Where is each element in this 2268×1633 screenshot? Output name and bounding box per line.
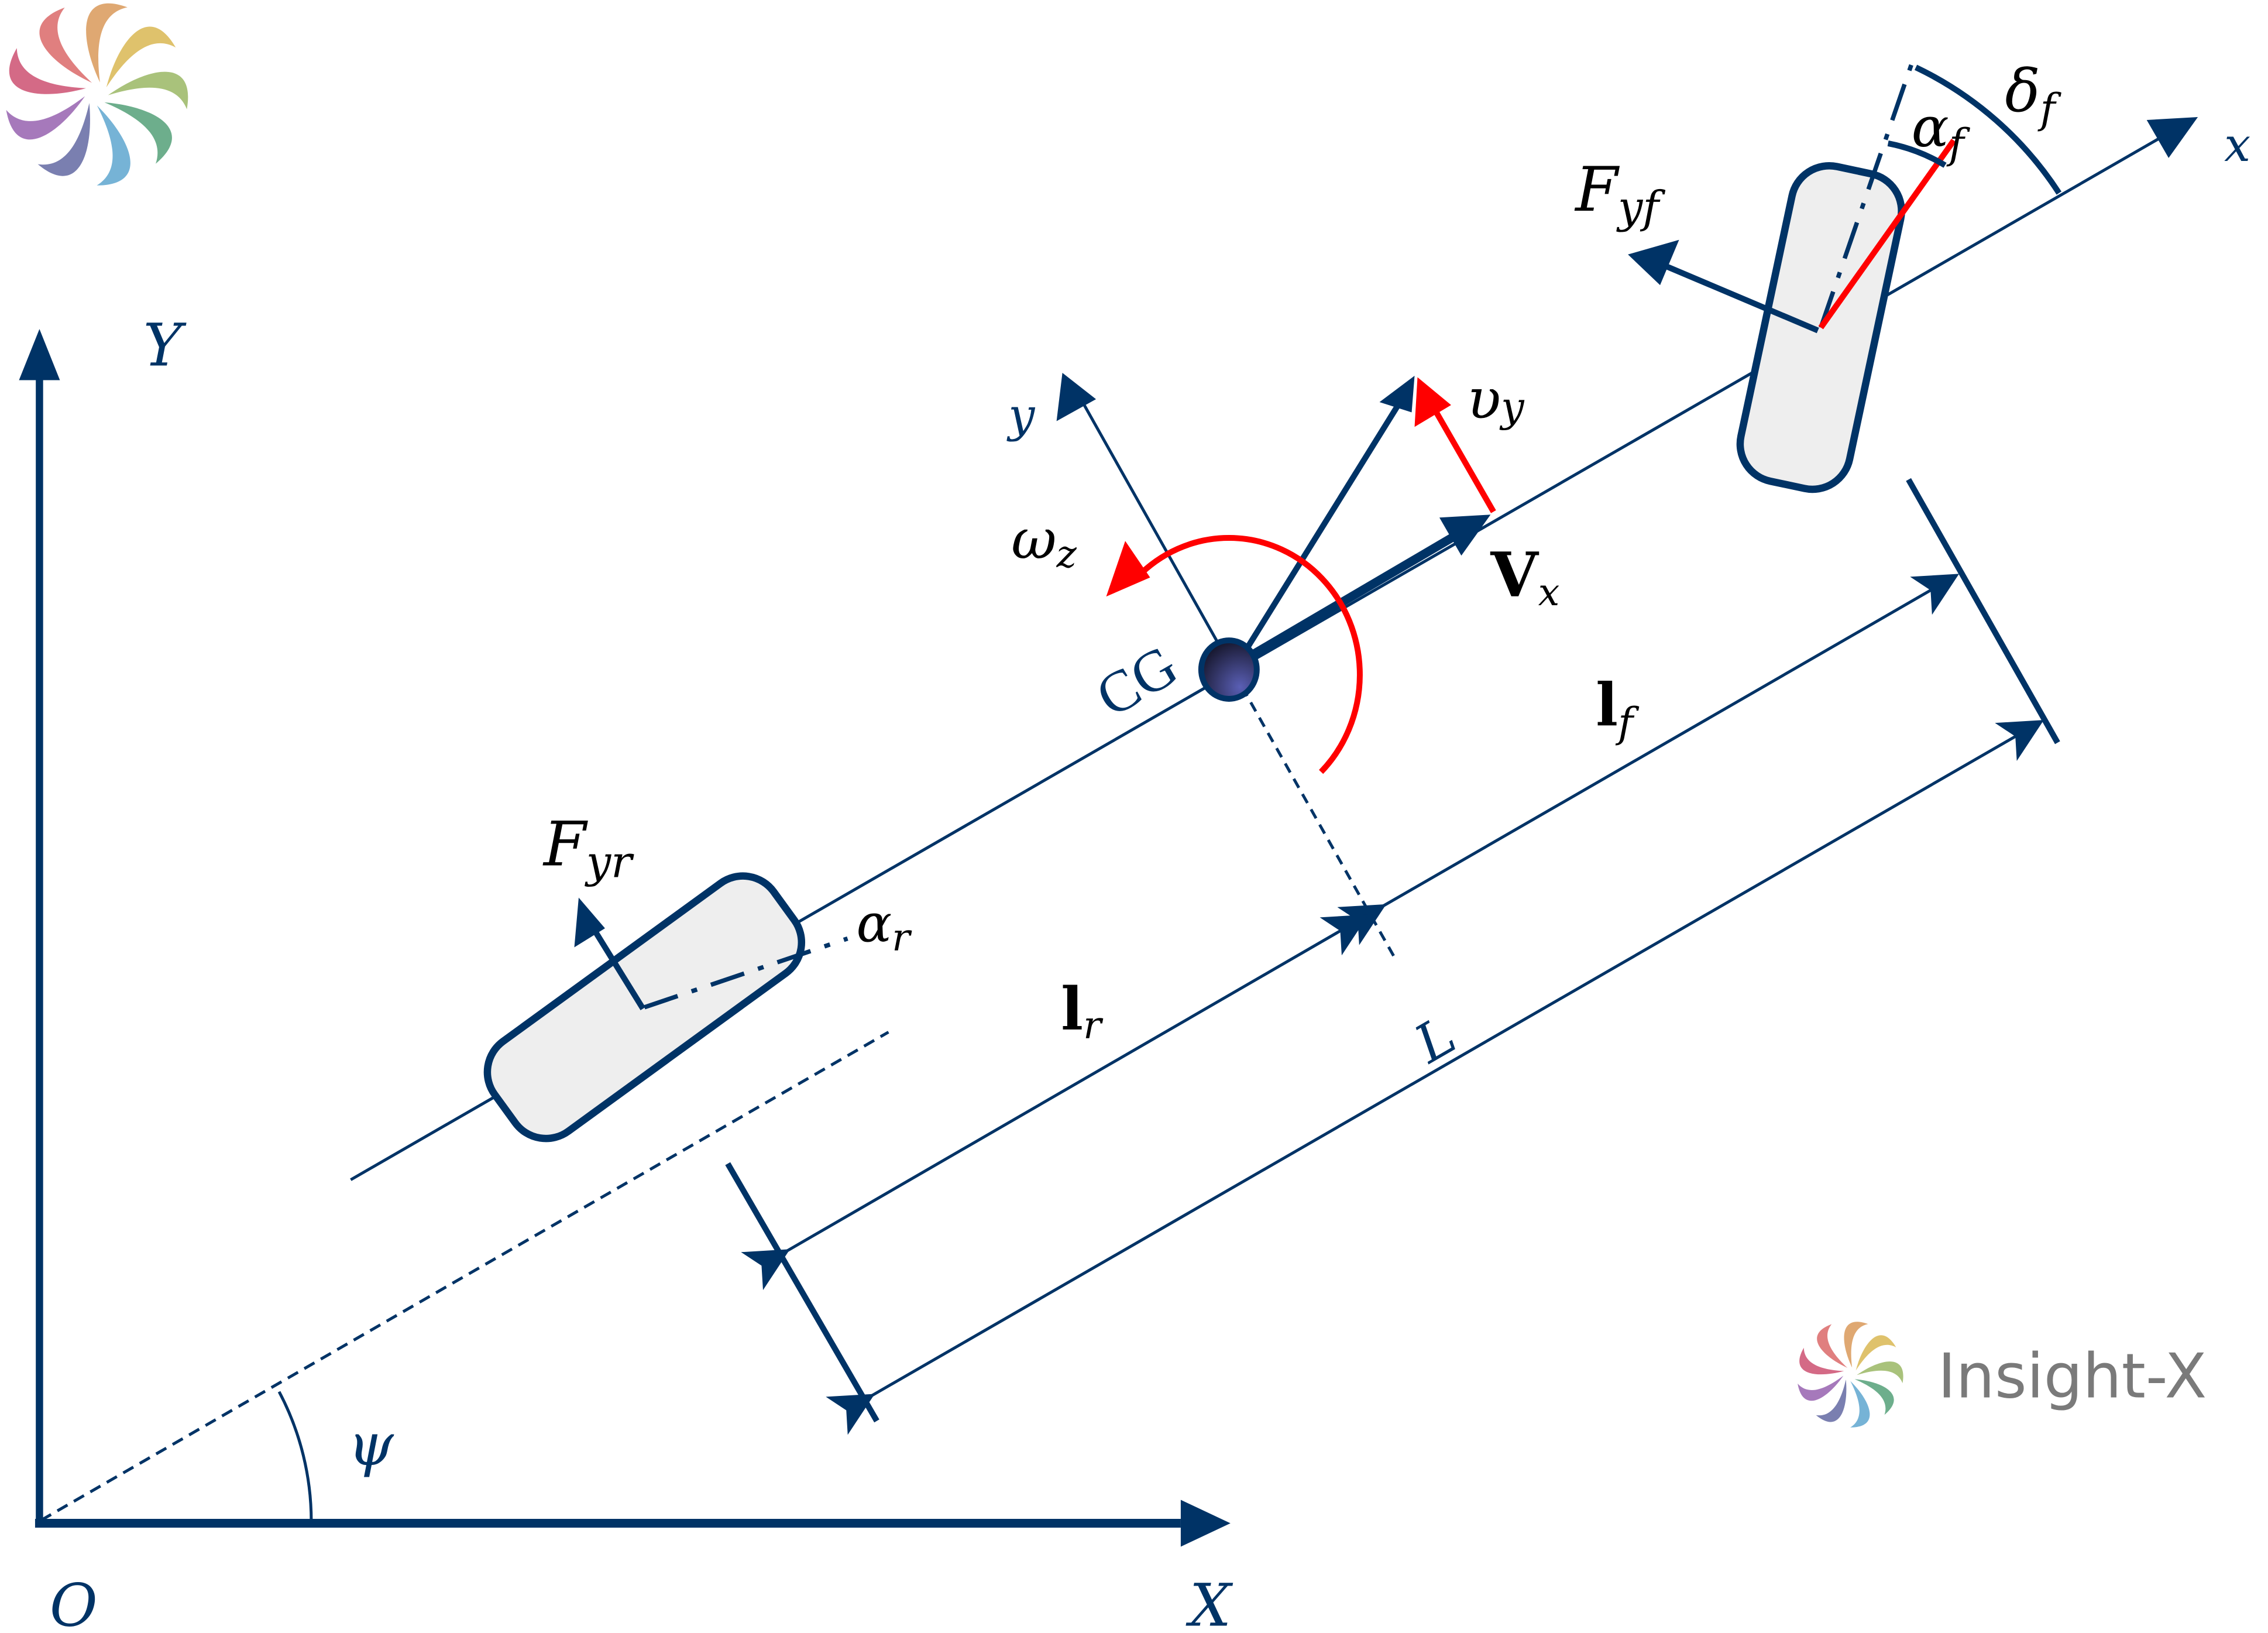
alpha-r-label-main: α [856, 894, 892, 955]
logo-petal [1854, 1379, 1894, 1415]
yaw-rate-label: ωz [1011, 507, 1077, 577]
fyr-label: Fyr [542, 809, 634, 888]
alpha-f-label-main: α [1912, 95, 1949, 160]
front-tire-centerline [1819, 63, 1914, 328]
fyf-vector [1665, 263, 1819, 334]
logo-petal [1857, 1361, 1903, 1384]
lr-label-main: l [1061, 974, 1083, 1043]
vx-arrowhead [1439, 514, 1491, 556]
logo-petal [1799, 1347, 1844, 1375]
heading-reference-line [40, 1031, 889, 1522]
logo-petal [104, 102, 172, 164]
lf-label-main: l [1596, 670, 1618, 739]
lf-label: lf [1596, 670, 1640, 747]
alpha-f-label: αf [1912, 95, 1971, 168]
vx-vector [1240, 528, 1464, 665]
vy-vector [1424, 393, 1496, 513]
vx-label-sub: x [1538, 571, 1560, 615]
vy-label-main: υ [1467, 367, 1501, 431]
yaw-rate-arrowhead [1106, 541, 1150, 597]
wheelbase-label: L [1404, 1005, 1466, 1076]
body-y-axis-group: y [1006, 373, 1398, 963]
logo-petal [106, 26, 176, 88]
fyr-label-main: F [542, 809, 588, 880]
rear-tire-group: Fyr αr [483, 809, 912, 1143]
vy-label-sub: y [1499, 383, 1525, 431]
front-tire-velocity [1818, 139, 1957, 330]
logo-petal [9, 48, 86, 94]
cg-label: CG [1085, 633, 1188, 730]
logo-petal [1798, 1375, 1844, 1401]
body-y-label: y [1006, 388, 1035, 442]
alpha-r-label-sub: r [892, 916, 912, 960]
yaw-rate-label-main: ω [1011, 507, 1056, 572]
velocity-vectors: Vx υy [1236, 367, 1559, 665]
logo-petal [1817, 1324, 1848, 1368]
fyf-label: Fyf [1574, 154, 1665, 233]
rear-extension-line [725, 1162, 879, 1423]
logo-petal [37, 103, 90, 176]
bottom-right-brand: Insight-X [1798, 1322, 2207, 1428]
global-x-label: X [1185, 1571, 1233, 1633]
fyf-arrowhead [1628, 239, 1679, 286]
delta-f-label: δf [2005, 57, 2061, 133]
alpha-f-label-sub: f [1946, 121, 1971, 168]
logo-petal [86, 4, 128, 83]
logo-petal [1850, 1381, 1870, 1428]
logo-petal [97, 105, 130, 186]
center-of-gravity: CG [1085, 633, 1260, 730]
total-velocity-vector [1236, 400, 1403, 663]
delta-f-label-sub: f [2037, 85, 2062, 133]
body-y-arrowhead [1056, 373, 1097, 421]
global-y-label: Y [143, 311, 187, 380]
vx-label-main: V [1490, 539, 1539, 611]
fyr-label-sub: yr [585, 836, 634, 888]
dimension-lines: lf lr L [725, 478, 2060, 1435]
fyf-label-main: F [1574, 154, 1620, 225]
body-x-label: x [2224, 118, 2250, 172]
cg-point [1198, 637, 1260, 702]
cg-perpendicular-dashed [1240, 686, 1398, 963]
delta-f-label-main: δ [2005, 57, 2040, 125]
fyf-label-sub: yf [1616, 181, 1665, 233]
global-y-arrowhead [19, 329, 60, 380]
top-left-logo [6, 4, 188, 186]
lf-label-sub: f [1615, 699, 1640, 747]
lr-label-sub: r [1083, 1003, 1104, 1047]
yaw-angle: ψ [40, 1031, 889, 1524]
lr-dimension-line [741, 914, 1369, 1291]
front-extension-line [1906, 478, 2060, 745]
body-y-axis [1077, 394, 1232, 666]
logo-petal [1855, 1335, 1896, 1371]
global-axes: Y X O [19, 311, 1233, 1633]
swirl-logo-icon [6, 4, 188, 186]
origin-label: O [50, 1571, 98, 1633]
brand-name: Insight-X [1938, 1341, 2207, 1412]
yaw-rate-label-sub: z [1056, 533, 1077, 577]
yaw-label: ψ [348, 1411, 394, 1479]
alpha-f-arc [1887, 140, 1947, 168]
vy-arrowhead [1414, 377, 1451, 427]
body-x-arrowhead [2146, 116, 2198, 158]
vy-label: υy [1467, 367, 1525, 431]
fyr-vector [590, 927, 646, 1011]
logo-petal [39, 7, 92, 83]
delta-f-arc [1914, 64, 2062, 195]
front-tire-group: Fyf αf δf [1574, 57, 2062, 493]
logo-petal [1816, 1380, 1847, 1422]
swirl-logo-icon [1798, 1322, 1903, 1428]
yaw-angle-arc [277, 1391, 313, 1524]
vx-label: Vx [1490, 539, 1559, 615]
wheelbase-dimension-line [826, 720, 2044, 1435]
logo-petal [108, 71, 188, 109]
logo-petal [1844, 1322, 1868, 1368]
global-x-arrowhead [1180, 1500, 1231, 1547]
lr-label: lr [1061, 974, 1104, 1047]
lf-dimension-line [1337, 574, 1960, 945]
alpha-r-label: αr [856, 894, 912, 960]
total-velocity-arrowhead [1379, 376, 1415, 413]
fyr-arrowhead [574, 897, 605, 948]
logo-petal [6, 96, 85, 140]
